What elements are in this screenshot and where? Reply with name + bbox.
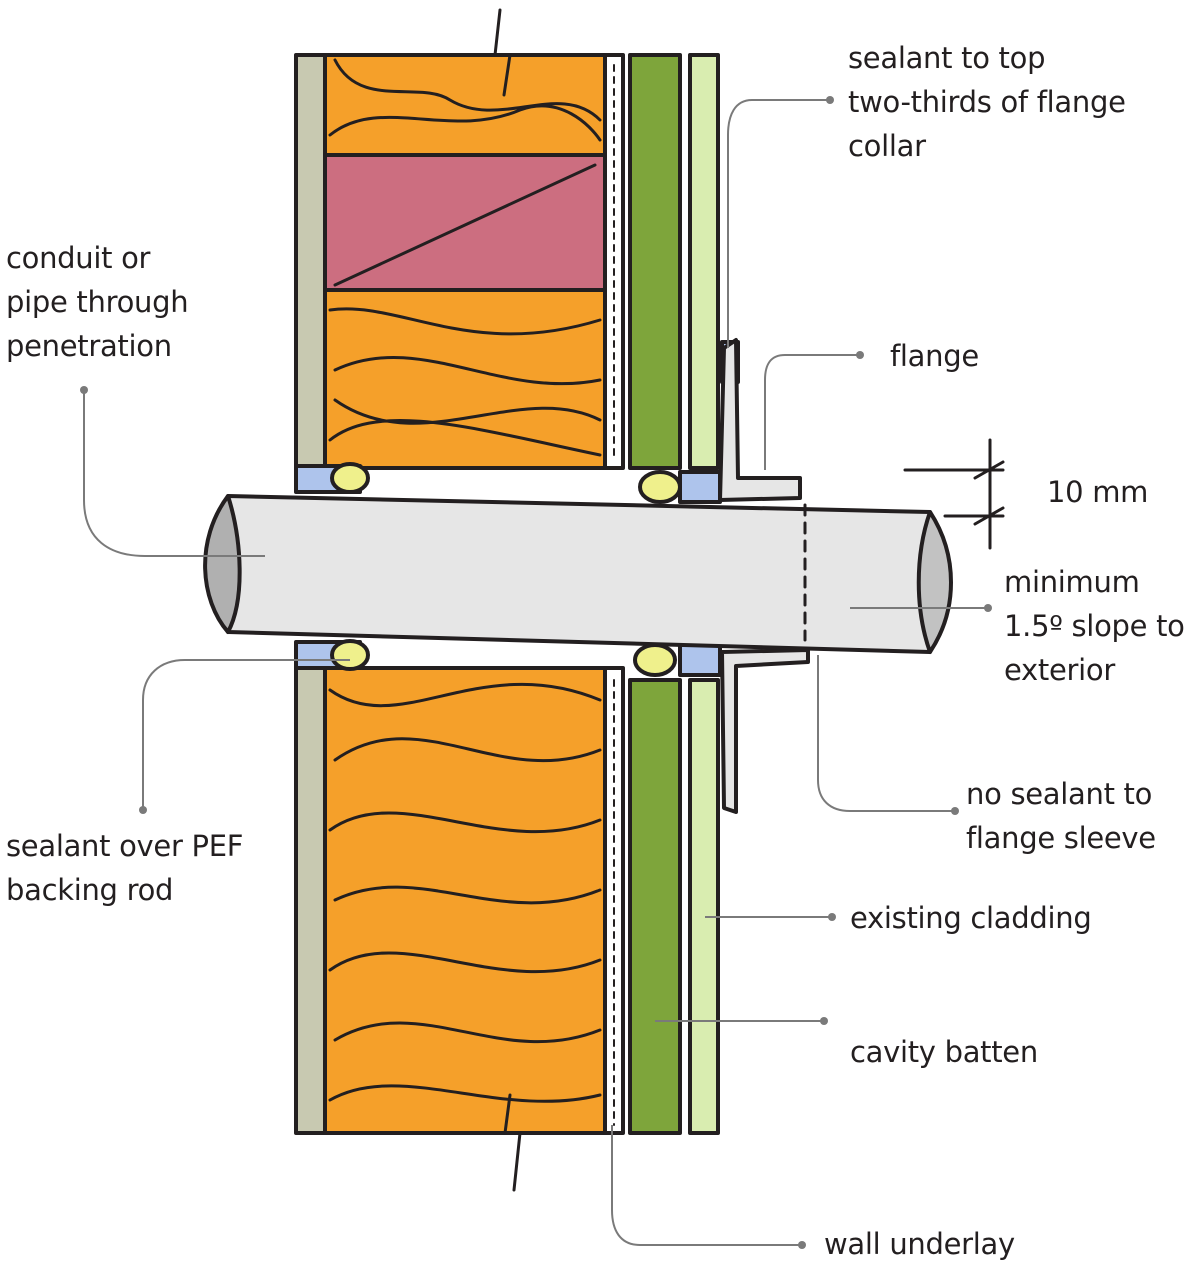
flange-sleeve-bottom — [720, 648, 810, 814]
backing-rod — [638, 470, 682, 504]
cladding-lower — [688, 678, 720, 1135]
pipe-end-left — [203, 494, 242, 634]
leader-dot — [856, 351, 864, 359]
break-mark-top — [493, 8, 512, 97]
cladding-upper — [688, 53, 720, 470]
leader-no-sealant — [817, 655, 955, 812]
leader-dot — [984, 604, 992, 612]
flange-collar — [718, 338, 802, 502]
label-slope: minimum 1.5º slope to exterior — [1004, 565, 1185, 687]
leader-sealant-top — [727, 99, 830, 348]
cavity-batten-lower — [628, 678, 682, 1135]
interior-lining-lower — [294, 666, 327, 1135]
leader-dot — [820, 1017, 828, 1025]
leader-sealant-pef — [142, 659, 350, 810]
leader-dot — [828, 913, 836, 921]
leader-dot — [798, 1241, 806, 1249]
leader-dot — [826, 96, 834, 104]
insulation-blanket-lines — [328, 58, 602, 142]
insulation-upper-mid — [323, 288, 607, 470]
label-flange: flange — [890, 339, 979, 373]
backing-rod — [633, 643, 677, 677]
leader-dot — [80, 386, 88, 394]
leader-conduit — [83, 390, 265, 557]
backing-rod — [330, 462, 370, 494]
label-underlay: wall underlay — [824, 1227, 1015, 1261]
label-batten: cavity batten — [850, 1035, 1038, 1069]
leader-dot — [951, 807, 959, 815]
leader-flange — [764, 354, 860, 470]
label-cladding: existing cladding — [850, 901, 1092, 935]
insulation-blanket-lines — [328, 682, 602, 1103]
leader-lines — [83, 99, 988, 1246]
leader-dot — [139, 806, 147, 814]
sealant-exterior-top — [678, 470, 722, 504]
nogging-grain — [333, 163, 597, 287]
label-no-sealant: no sealant to flange sleeve — [966, 777, 1156, 855]
label-sealant-pef: sealant over PEF backing rod — [6, 829, 244, 907]
sealant-exterior-bottom — [678, 643, 722, 677]
interior-lining-upper — [294, 53, 327, 470]
backing-rod — [330, 639, 370, 671]
pipe — [208, 494, 946, 654]
cavity-batten-upper — [628, 53, 682, 470]
label-conduit: conduit or pipe through penetration — [6, 241, 189, 363]
break-mark-bottom — [503, 1093, 522, 1192]
pipe-end-right — [916, 510, 953, 654]
label-sealant-top: sealant to top two-thirds of flange coll… — [848, 41, 1126, 163]
insulation-blanket-lines — [328, 307, 602, 457]
label-gap: 10 mm — [1047, 475, 1149, 509]
leader-underlay — [611, 1125, 802, 1246]
